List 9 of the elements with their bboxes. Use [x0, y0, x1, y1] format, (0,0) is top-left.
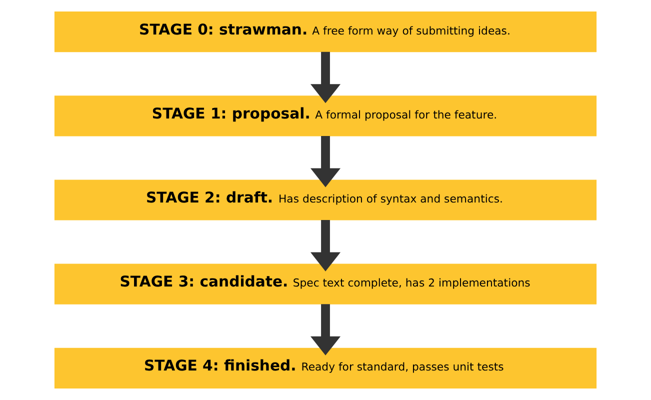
node-box: STAGE 2: draft. Has description of syntax and semantics.	[54, 180, 597, 220]
node-box: STAGE 4: finished. Ready for standard, passes unit tests	[54, 348, 597, 388]
arrow	[310, 220, 341, 272]
arrow	[310, 52, 341, 104]
node-box: STAGE 1: proposal. A formal proposal for the feature.	[54, 96, 597, 136]
node-box: STAGE 0: strawman. A free form way of submitting ideas.	[54, 12, 597, 52]
node-box: STAGE 3: candidate. Spec text complete, has 2 implementations	[54, 264, 597, 304]
arrow	[310, 136, 341, 188]
arrow	[310, 304, 341, 356]
